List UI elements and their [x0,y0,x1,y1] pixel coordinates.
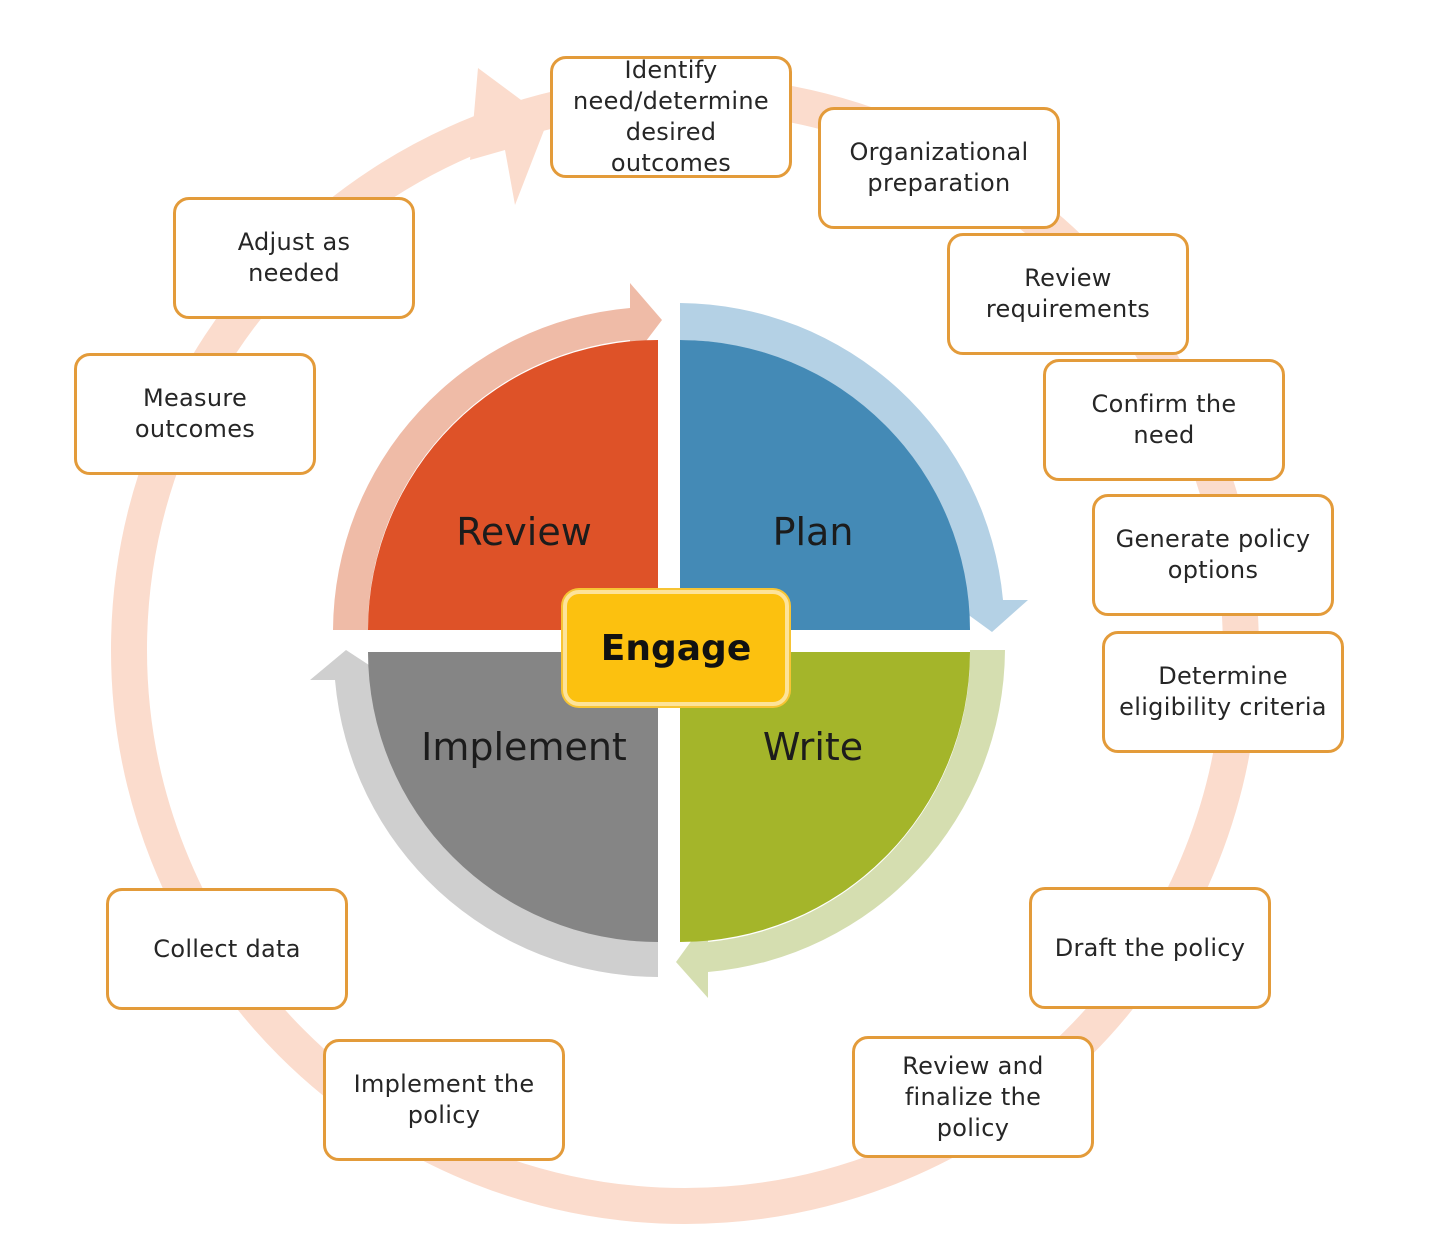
step-line: finalize the policy [904,1082,1042,1142]
step-implement-policy: Implement the policy [323,1039,565,1161]
step-line: Identify [624,56,718,84]
step-line: policy [407,1101,481,1129]
step-collect-data: Collect data [106,888,348,1010]
quadrant-arrows [310,283,1028,998]
review-quadrant [368,340,658,630]
outer-arrowhead [470,68,548,205]
implement-quadrant [368,652,658,942]
step-line: Review [1024,264,1112,292]
step-eligibility-criteria: Determine eligibility criteria [1102,631,1344,753]
plan-label: Plan [773,510,854,554]
step-line: desired outcomes [610,118,732,177]
implement-label: Implement [421,725,627,769]
step-line: need/determine [573,87,769,115]
step-line: eligibility criteria [1119,693,1327,721]
step-line: Confirm the need [1091,390,1237,449]
engage-label: Engage [600,627,752,669]
step-line: Adjust as needed [237,228,351,287]
quadrants [368,340,970,942]
step-line: preparation [867,169,1011,197]
review-arrow [333,283,662,630]
step-line: Draft the policy [1054,933,1246,962]
implement-arrow [310,650,658,977]
step-line: Implement the [353,1070,535,1098]
step-draft-policy: Draft the policy [1029,887,1271,1009]
step-identify-need: Identify need/determine desired outcomes [550,56,792,178]
step-line: Determine [1158,662,1288,690]
write-label: Write [763,725,863,769]
write-quadrant [680,652,970,942]
step-organizational-preparation: Organizational preparation [818,107,1060,229]
step-confirm-need: Confirm the need [1043,359,1285,481]
step-review-requirements: Review requirements [947,233,1189,355]
engage-center-box: Engage [563,590,789,706]
step-line: Generate policy [1115,525,1311,553]
review-label: Review [456,510,592,554]
step-line: Organizational [849,138,1029,166]
plan-quadrant [680,340,970,630]
step-adjust-needed: Adjust as needed [173,197,415,319]
step-line: Measure [142,384,248,412]
step-review-finalize: Review and finalize the policy [852,1036,1094,1158]
step-line: Review and [902,1051,1044,1080]
step-line: options [1167,556,1259,584]
write-arrow [676,650,1005,998]
step-line: Collect data [153,934,301,963]
step-line: requirements [985,295,1151,323]
plan-arrow [680,303,1028,632]
step-generate-options: Generate policy options [1092,494,1334,616]
step-measure-outcomes: Measure outcomes [74,353,316,475]
step-line: outcomes [134,415,256,443]
